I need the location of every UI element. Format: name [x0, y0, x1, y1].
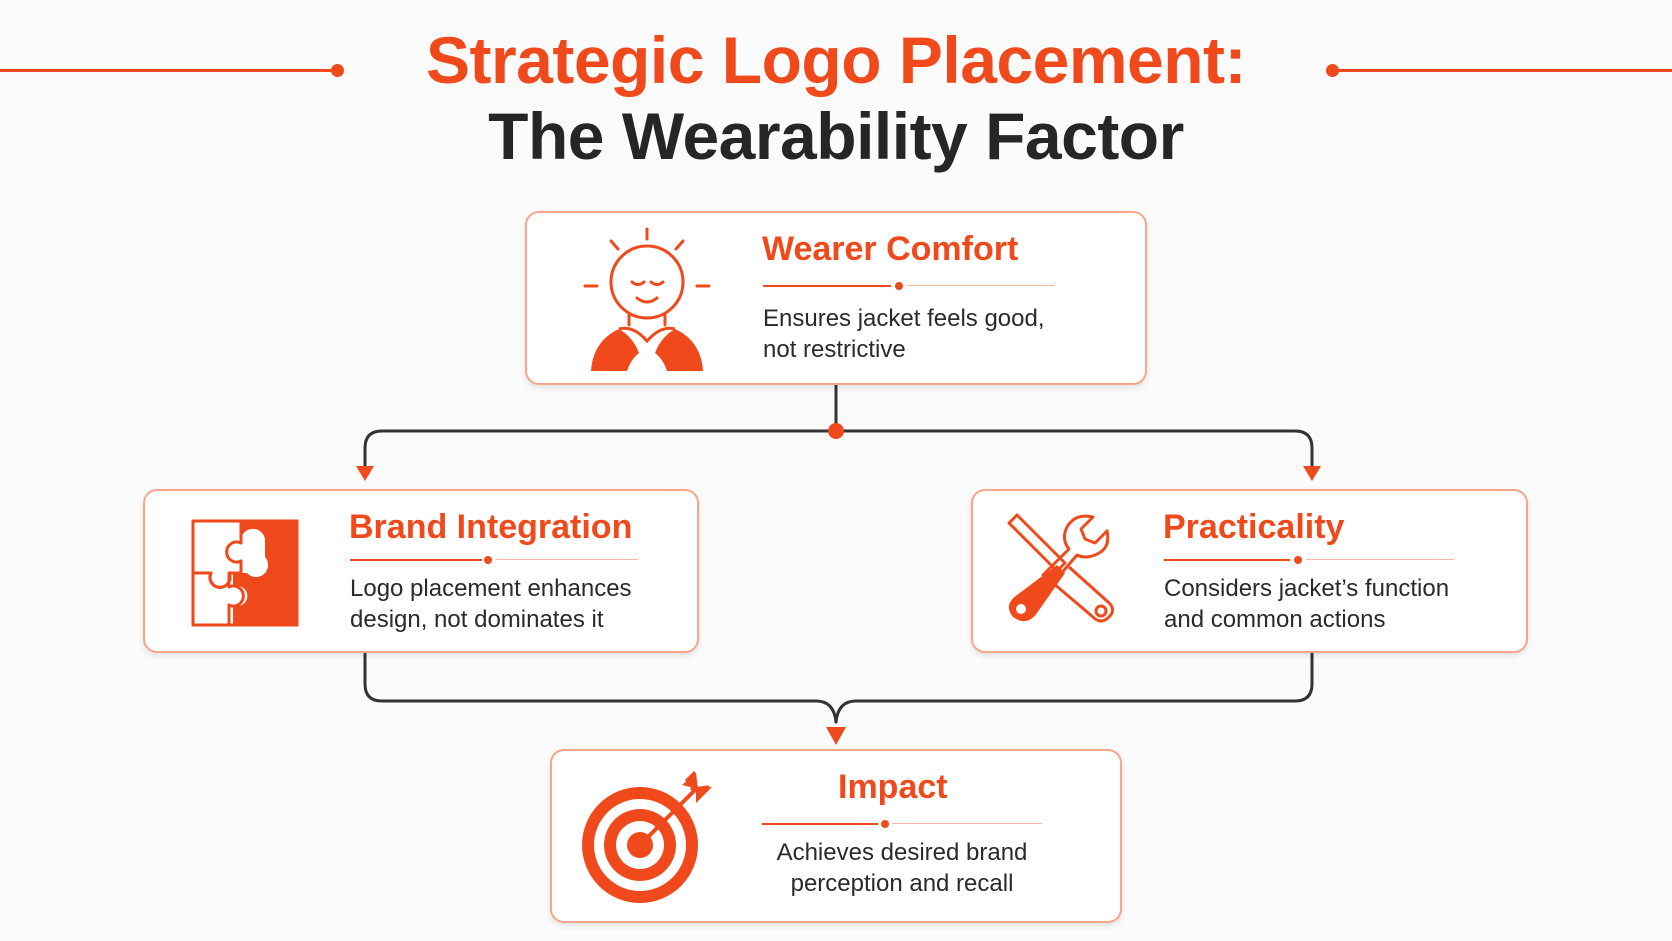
- heading-divider: [1164, 556, 1454, 564]
- title-rule-left: [0, 69, 336, 72]
- arrow-to-impact: [826, 727, 846, 745]
- node-description: Achieves desired brand perception and re…: [776, 839, 1028, 897]
- target-icon: [582, 771, 712, 903]
- connector-to-practicality: [834, 429, 1314, 468]
- node-description: Logo placement enhances design, not domi…: [350, 575, 632, 633]
- arrow-to-brand-integration: [356, 466, 374, 481]
- node-heading: Wearer Comfort: [762, 230, 1019, 268]
- node-heading: Practicality: [1163, 508, 1345, 546]
- relaxed-person-icon: [583, 227, 711, 371]
- title-block: Strategic Logo Placement: The Wearabilit…: [0, 22, 1672, 174]
- node-brand-integration: Brand Integration Logo placement enhance…: [143, 489, 699, 653]
- node-description: Considers jacket’s function and common a…: [1164, 575, 1450, 633]
- connector-split-dot: [828, 423, 844, 439]
- heading-divider: [763, 282, 1055, 290]
- page-title: Strategic Logo Placement:: [425, 23, 1247, 97]
- title-rule-left-dot: [331, 64, 344, 77]
- node-heading: Brand Integration: [349, 508, 633, 546]
- tools-icon: [1007, 513, 1114, 623]
- node-wearer-comfort: Wearer Comfort Ensures jacket feels good…: [525, 211, 1147, 385]
- heading-divider: [762, 820, 1042, 828]
- node-heading: Impact: [838, 768, 948, 806]
- connector-to-brand-integration: [363, 429, 838, 468]
- node-practicality: Practicality Considers jacket’s function…: [971, 489, 1528, 653]
- page-subtitle: The Wearability Factor: [488, 99, 1184, 173]
- node-impact: Impact Achieves desired brand perception…: [550, 749, 1122, 923]
- title-rule-right-dot: [1326, 64, 1339, 77]
- node-description: Ensures jacket feels good, not restricti…: [763, 305, 1045, 363]
- puzzle-piece-icon: [191, 519, 299, 627]
- connector-from-practicality: [834, 652, 1314, 724]
- heading-divider: [350, 556, 638, 564]
- title-rule-right: [1338, 69, 1672, 72]
- arrow-to-practicality: [1303, 466, 1321, 481]
- connector-from-brand-integration: [363, 652, 838, 724]
